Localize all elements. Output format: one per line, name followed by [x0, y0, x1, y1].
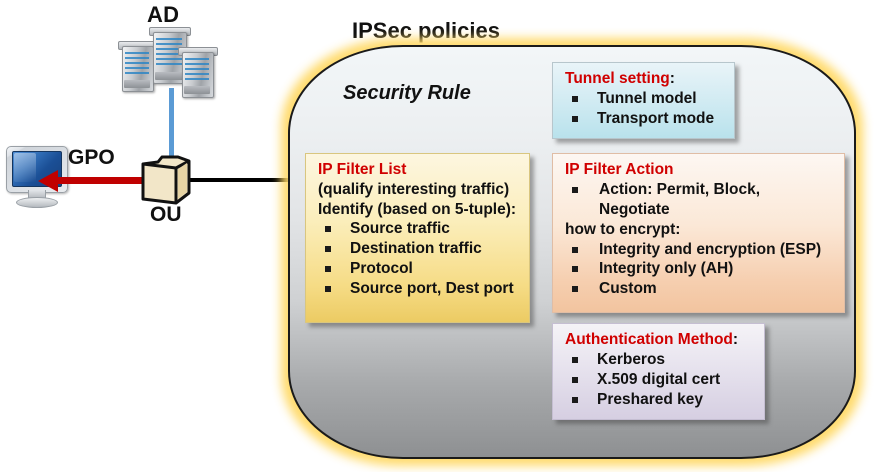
ou-to-policy-connector	[186, 178, 301, 182]
folder-icon	[140, 155, 192, 205]
list-item: X.509 digital cert	[565, 370, 754, 390]
tunnel-setting-list: Tunnel model Transport mode	[565, 89, 724, 129]
ip-filter-action-heading: IP Filter Action	[565, 161, 674, 178]
security-rule-label: Security Rule	[343, 82, 471, 104]
list-item: Protocol	[318, 259, 519, 279]
list-item: Preshared key	[565, 390, 754, 410]
ip-filter-action-subtitle: how to encrypt:	[565, 221, 681, 239]
ad-to-ou-connector	[169, 88, 174, 166]
list-item: Action: Permit, Block, Negotiate	[565, 180, 834, 220]
tunnel-setting-heading: Tunnel setting:	[565, 70, 675, 87]
list-item: Kerberos	[565, 350, 754, 370]
ip-filter-list-subtitle: (qualify interesting traffic)	[318, 181, 510, 199]
ip-filter-action-card: IP Filter Action Action: Permit, Block, …	[552, 153, 849, 317]
ip-filter-list-card: IP Filter List (qualify interesting traf…	[305, 153, 534, 327]
ip-filter-list-identify: Identify (based on 5-tuple):	[318, 200, 517, 218]
list-item: Source traffic	[318, 219, 519, 239]
ip-filter-list-items: Source traffic Destination traffic Proto…	[318, 219, 519, 298]
gpo-arrow-shaft	[55, 177, 160, 184]
ip-filter-action-first: Action: Permit, Block, Negotiate	[565, 180, 834, 220]
gpo-label: GPO	[68, 146, 115, 169]
list-item: Destination traffic	[318, 239, 519, 259]
ou-label: OU	[150, 203, 182, 226]
authentication-method-heading: Authentication Method:	[565, 331, 739, 348]
authentication-method-card: Authentication Method: Kerberos X.509 di…	[552, 323, 769, 424]
ad-label: AD	[147, 2, 180, 27]
authentication-method-list: Kerberos X.509 digital cert Preshared ke…	[565, 350, 754, 409]
list-item: Custom	[565, 279, 834, 299]
list-item: Transport mode	[565, 109, 724, 129]
list-item: Tunnel model	[565, 89, 724, 109]
desktop-monitor-icon	[6, 146, 68, 208]
list-item: Source port, Dest port	[318, 279, 519, 299]
gpo-arrow-head	[38, 170, 58, 192]
list-item: Integrity and encryption (ESP)	[565, 240, 834, 260]
ip-filter-list-heading: IP Filter List	[318, 161, 407, 178]
server-stack-icon	[118, 27, 220, 98]
ip-filter-action-items: Integrity and encryption (ESP) Integrity…	[565, 240, 834, 299]
list-item: Integrity only (AH)	[565, 259, 834, 279]
tunnel-setting-card: Tunnel setting: Tunnel model Transport m…	[552, 62, 739, 143]
